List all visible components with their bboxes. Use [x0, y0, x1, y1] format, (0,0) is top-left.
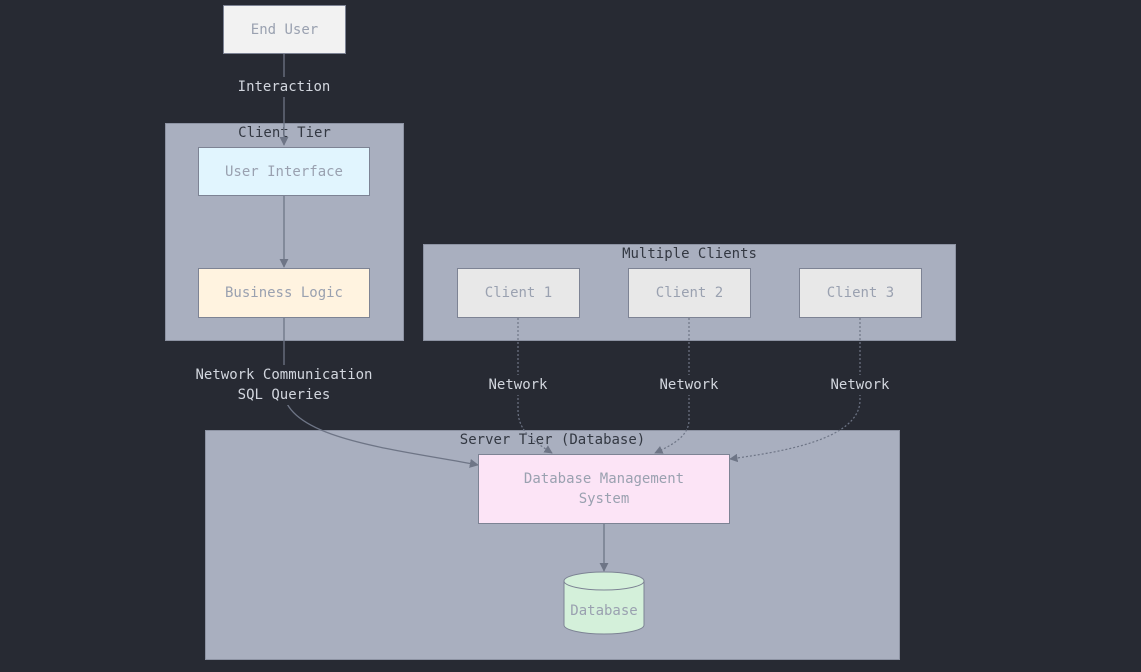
network-label-1: Network: [485, 375, 551, 395]
network-label-2: Network: [656, 375, 722, 395]
network-label-3: Network: [827, 375, 893, 395]
dbms-node[interactable]: Database Management System: [478, 454, 730, 524]
client-3-node[interactable]: Client 3: [799, 268, 922, 318]
business-logic-node[interactable]: Business Logic: [198, 268, 370, 318]
sql-queries-label: SQL Queries: [234, 385, 334, 405]
client-2-node[interactable]: Client 2: [628, 268, 751, 318]
database-cylinder-icon[interactable]: [563, 571, 645, 635]
network-communication-label: Network Communication: [194, 365, 374, 385]
end-user-node[interactable]: End User: [223, 5, 346, 54]
client-1-node[interactable]: Client 1: [457, 268, 580, 318]
database-label: Database: [570, 603, 638, 619]
server-tier-title: Server Tier (Database): [459, 432, 646, 448]
user-interface-node[interactable]: User Interface: [198, 147, 370, 196]
interaction-label: Interaction: [234, 77, 334, 97]
multiple-clients-title: Multiple Clients: [622, 246, 757, 262]
client-tier-title: Client Tier: [238, 125, 331, 141]
